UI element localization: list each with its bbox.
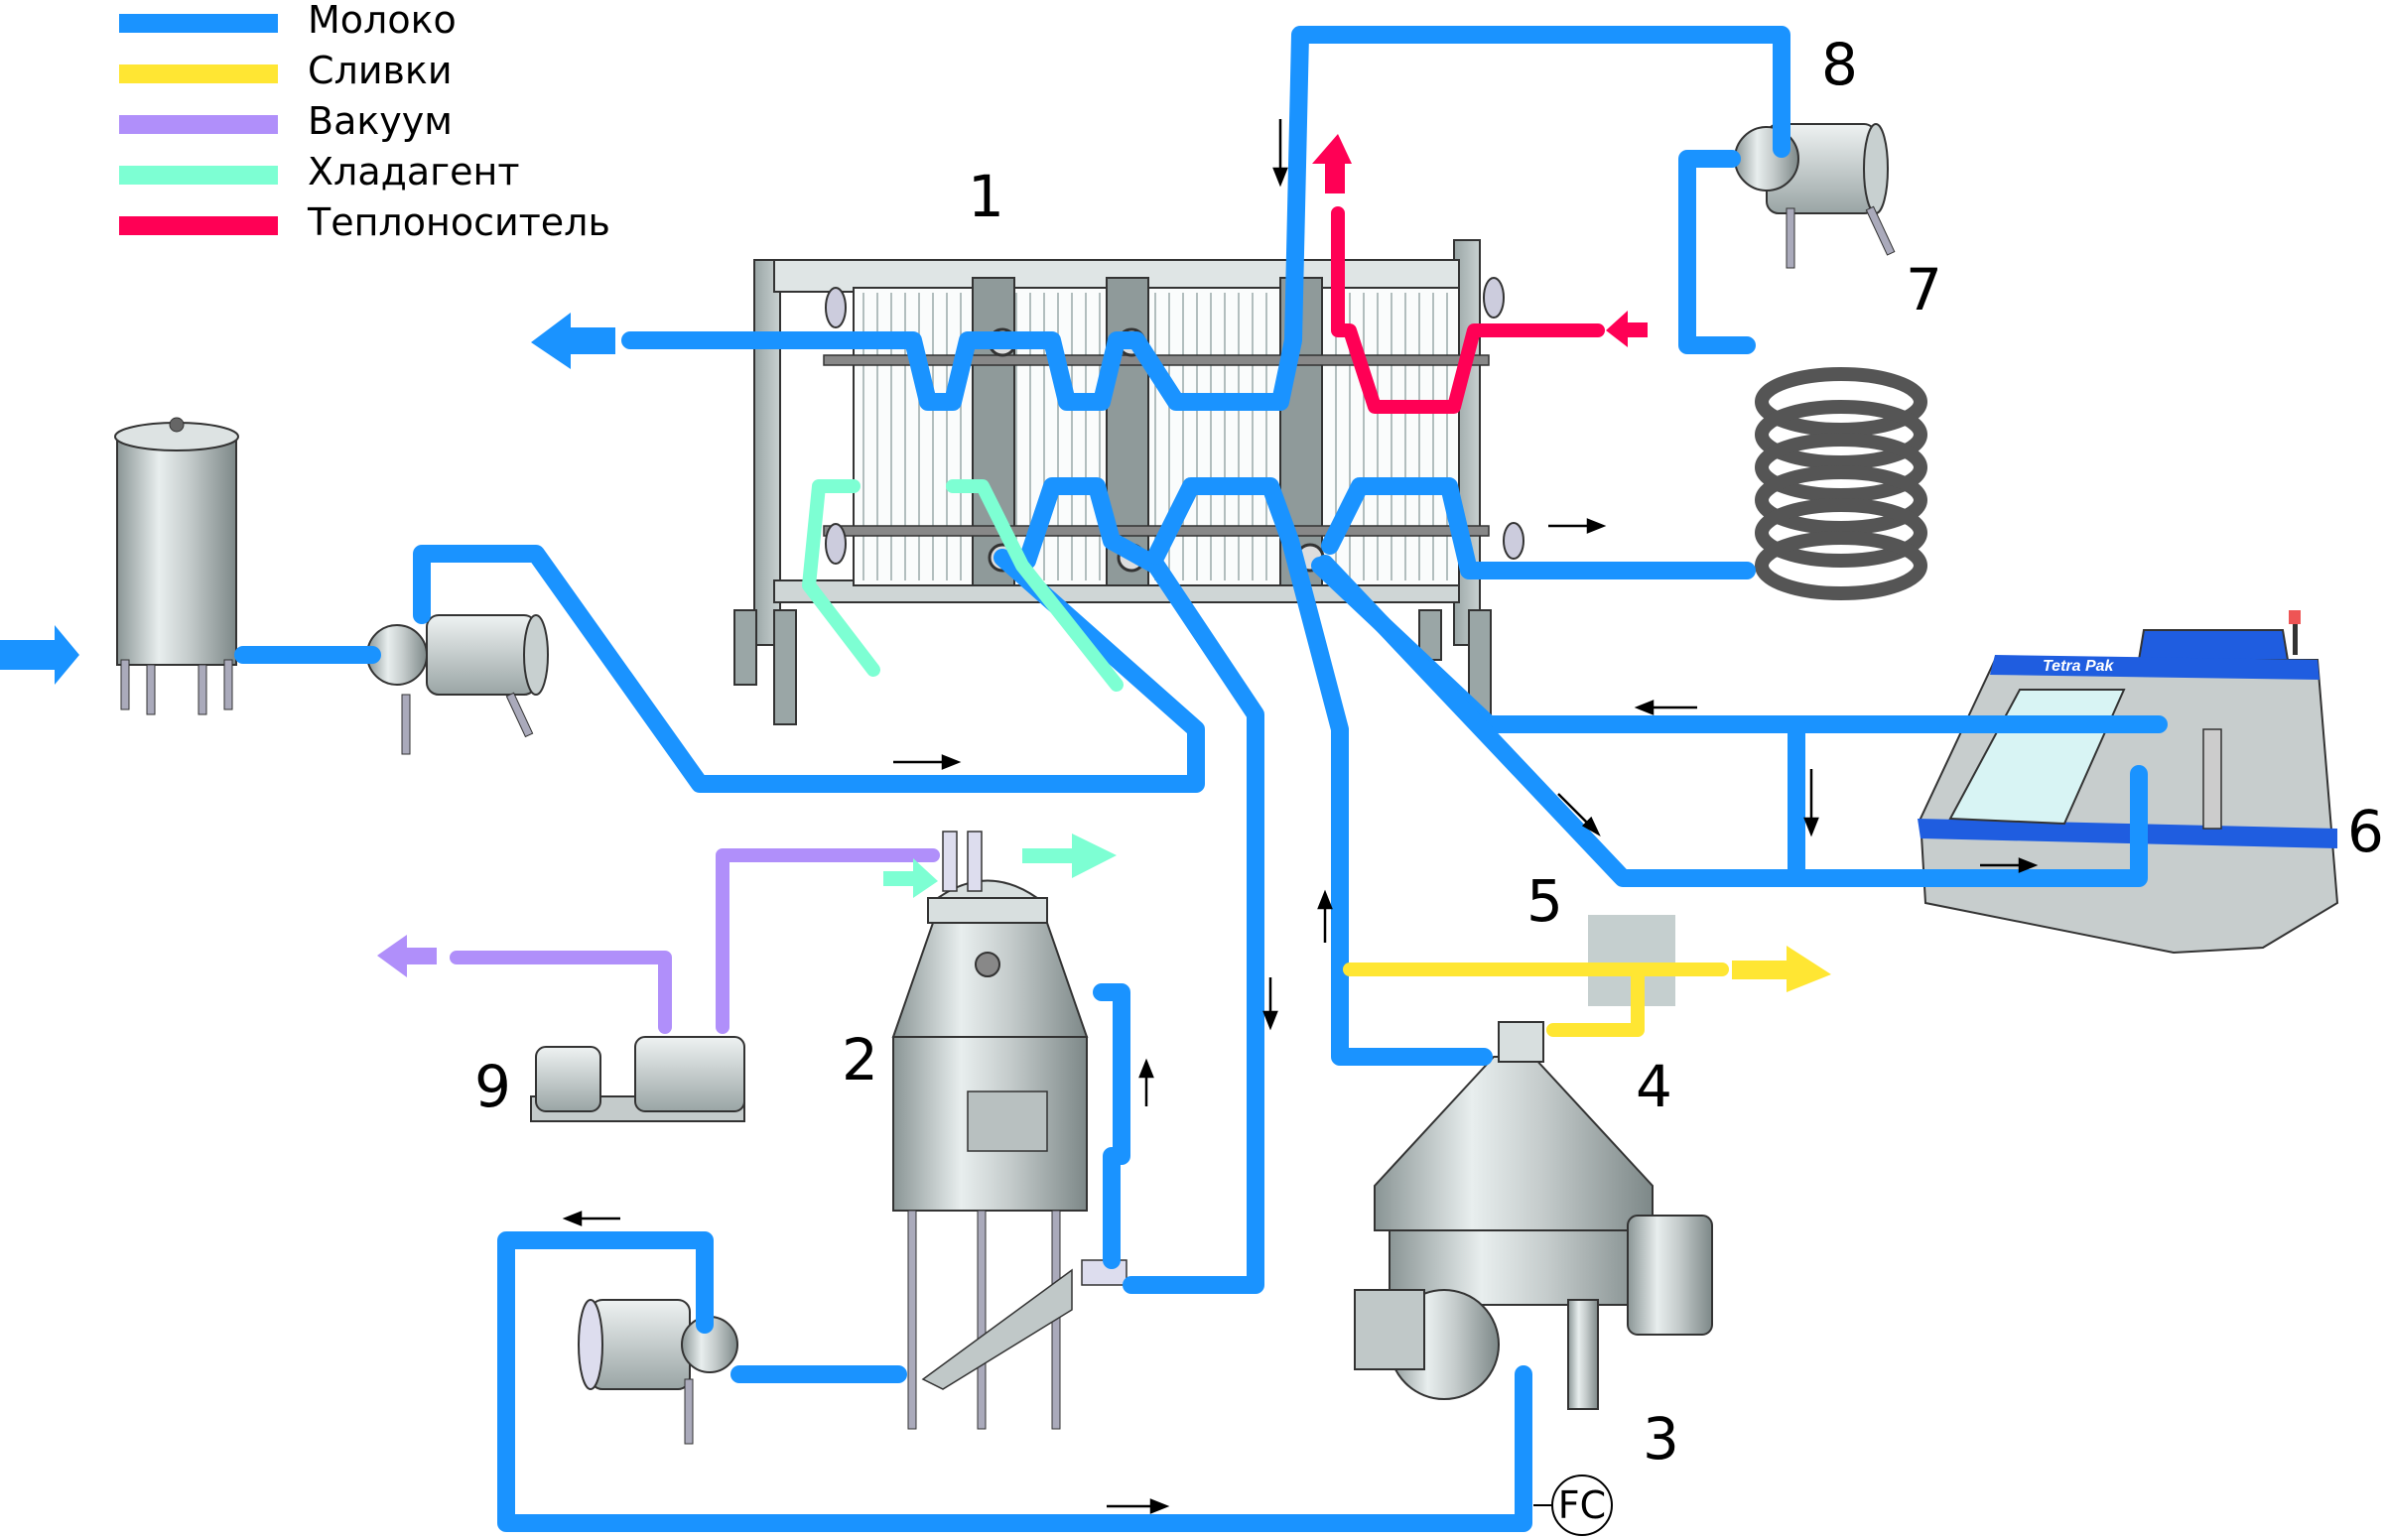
coil-loop (1755, 531, 1927, 600)
coil-loop (1755, 433, 1927, 502)
label-deaerator: 2 (842, 1026, 878, 1093)
flow-direction-arrow-icon (1138, 1058, 1154, 1079)
flow-direction-arrow-icon (1317, 889, 1333, 910)
flow-direction-arrow-icon (1262, 1010, 1278, 1031)
booster-pump (1734, 123, 1896, 269)
flow-direction-arrow-icon (1634, 700, 1655, 715)
deaerator-vessel (891, 831, 1127, 1430)
homogenizer-machine: Tetra Pak (1918, 610, 2339, 955)
label-booster-pump: 8 (1821, 31, 1858, 98)
legend-item-coolant: Хладагент (119, 150, 715, 201)
legend-swatch-vacuum (119, 115, 278, 134)
milk-to-separator (1147, 477, 1493, 1066)
coolant-in-arrow-icon (883, 858, 938, 898)
milk-pump-to-exchanger (413, 545, 1205, 793)
legend-label: Теплоноситель (308, 200, 610, 244)
legend-swatch-milk (119, 14, 278, 33)
label-homogenizer: 6 (2347, 798, 2384, 865)
vacuum-to-deaerator (716, 848, 940, 1034)
legend-label: Молоко (308, 0, 457, 42)
feed-pump (366, 614, 549, 755)
flow-direction-arrow-icon (1149, 1498, 1170, 1514)
coil-loop (1755, 465, 1927, 535)
legend-item-milk: Молоко (119, 0, 715, 50)
milk-pump-to-coil (1678, 150, 1756, 354)
legend-label: Хладагент (308, 150, 520, 193)
label-separator: 4 (1636, 1053, 1672, 1120)
vacuum-outlet-pipe (450, 951, 672, 1034)
holding-tube-coil (1755, 367, 1927, 600)
separator (1354, 1021, 1713, 1410)
flow-direction-arrow-icon (562, 1211, 583, 1226)
flow-arrows (0, 119, 2039, 1514)
flow-direction-arrow-icon (1272, 167, 1288, 188)
legend-label: Вакуум (308, 99, 453, 143)
vacuum-outlet-arrow-icon (377, 935, 437, 977)
flow-controller: FC (1533, 1475, 1613, 1536)
legend-item-heating-medium: Теплоноситель (119, 200, 715, 252)
raw-milk-tank (114, 417, 239, 715)
legend-item-cream: Сливки (119, 49, 715, 100)
legend-label: Сливки (308, 49, 453, 92)
cream-from-separator (1546, 970, 1645, 1037)
milk-coil-to-exchanger (1321, 477, 1756, 579)
legend-swatch-heating (119, 216, 278, 235)
label-separator-clarifier: 3 (1643, 1405, 1679, 1473)
heating-out-arrow-icon (1312, 134, 1352, 193)
flow-direction-arrow-icon (1581, 816, 1601, 837)
milk-to-deaerator (1018, 477, 1264, 1294)
heating-medium-pipe (1331, 206, 1605, 414)
flow-direction-arrow-icon (941, 754, 962, 770)
milk-deaerator-loop (1093, 983, 1130, 1269)
pipes (0, 26, 2168, 1532)
label-vacuum-pump: 9 (474, 1053, 511, 1120)
flow-direction-arrow-icon (2018, 857, 2039, 873)
flow-direction-arrow-icon (1586, 518, 1607, 534)
coolant-pipe-in (946, 479, 1124, 692)
milk-from-homogenizer (1316, 555, 2148, 887)
coolant-pipe-out (802, 479, 880, 677)
cream-outlet-arrow-icon (1732, 946, 1831, 992)
label-holding-tube: 7 (1906, 256, 1942, 323)
legend-item-vacuum: Вакуум (119, 99, 715, 151)
heating-in-arrow-icon (1606, 311, 1648, 347)
product-pump (578, 1299, 738, 1445)
milk-outlet-pipe (621, 26, 1790, 411)
fc-label: FC (1558, 1483, 1606, 1527)
coil-loop (1755, 498, 1927, 568)
legend-swatch-cream (119, 64, 278, 83)
milk-outlet-arrow-icon (531, 313, 615, 369)
label-heat-exchanger: 1 (968, 163, 1004, 230)
legend-swatch-coolant (119, 166, 278, 185)
label-standardization: 5 (1526, 867, 1563, 935)
coil-loop (1755, 367, 1927, 437)
milk-inlet-arrow-icon (0, 625, 79, 685)
flow-direction-arrow-icon (1803, 817, 1819, 837)
brand-label: Tetra Pak (2043, 658, 2115, 675)
coolant-out-arrow-icon (1022, 834, 1117, 878)
milk-return-loop (497, 1231, 1532, 1532)
vacuum-pump (530, 1036, 745, 1122)
coil-loop (1755, 400, 1927, 469)
